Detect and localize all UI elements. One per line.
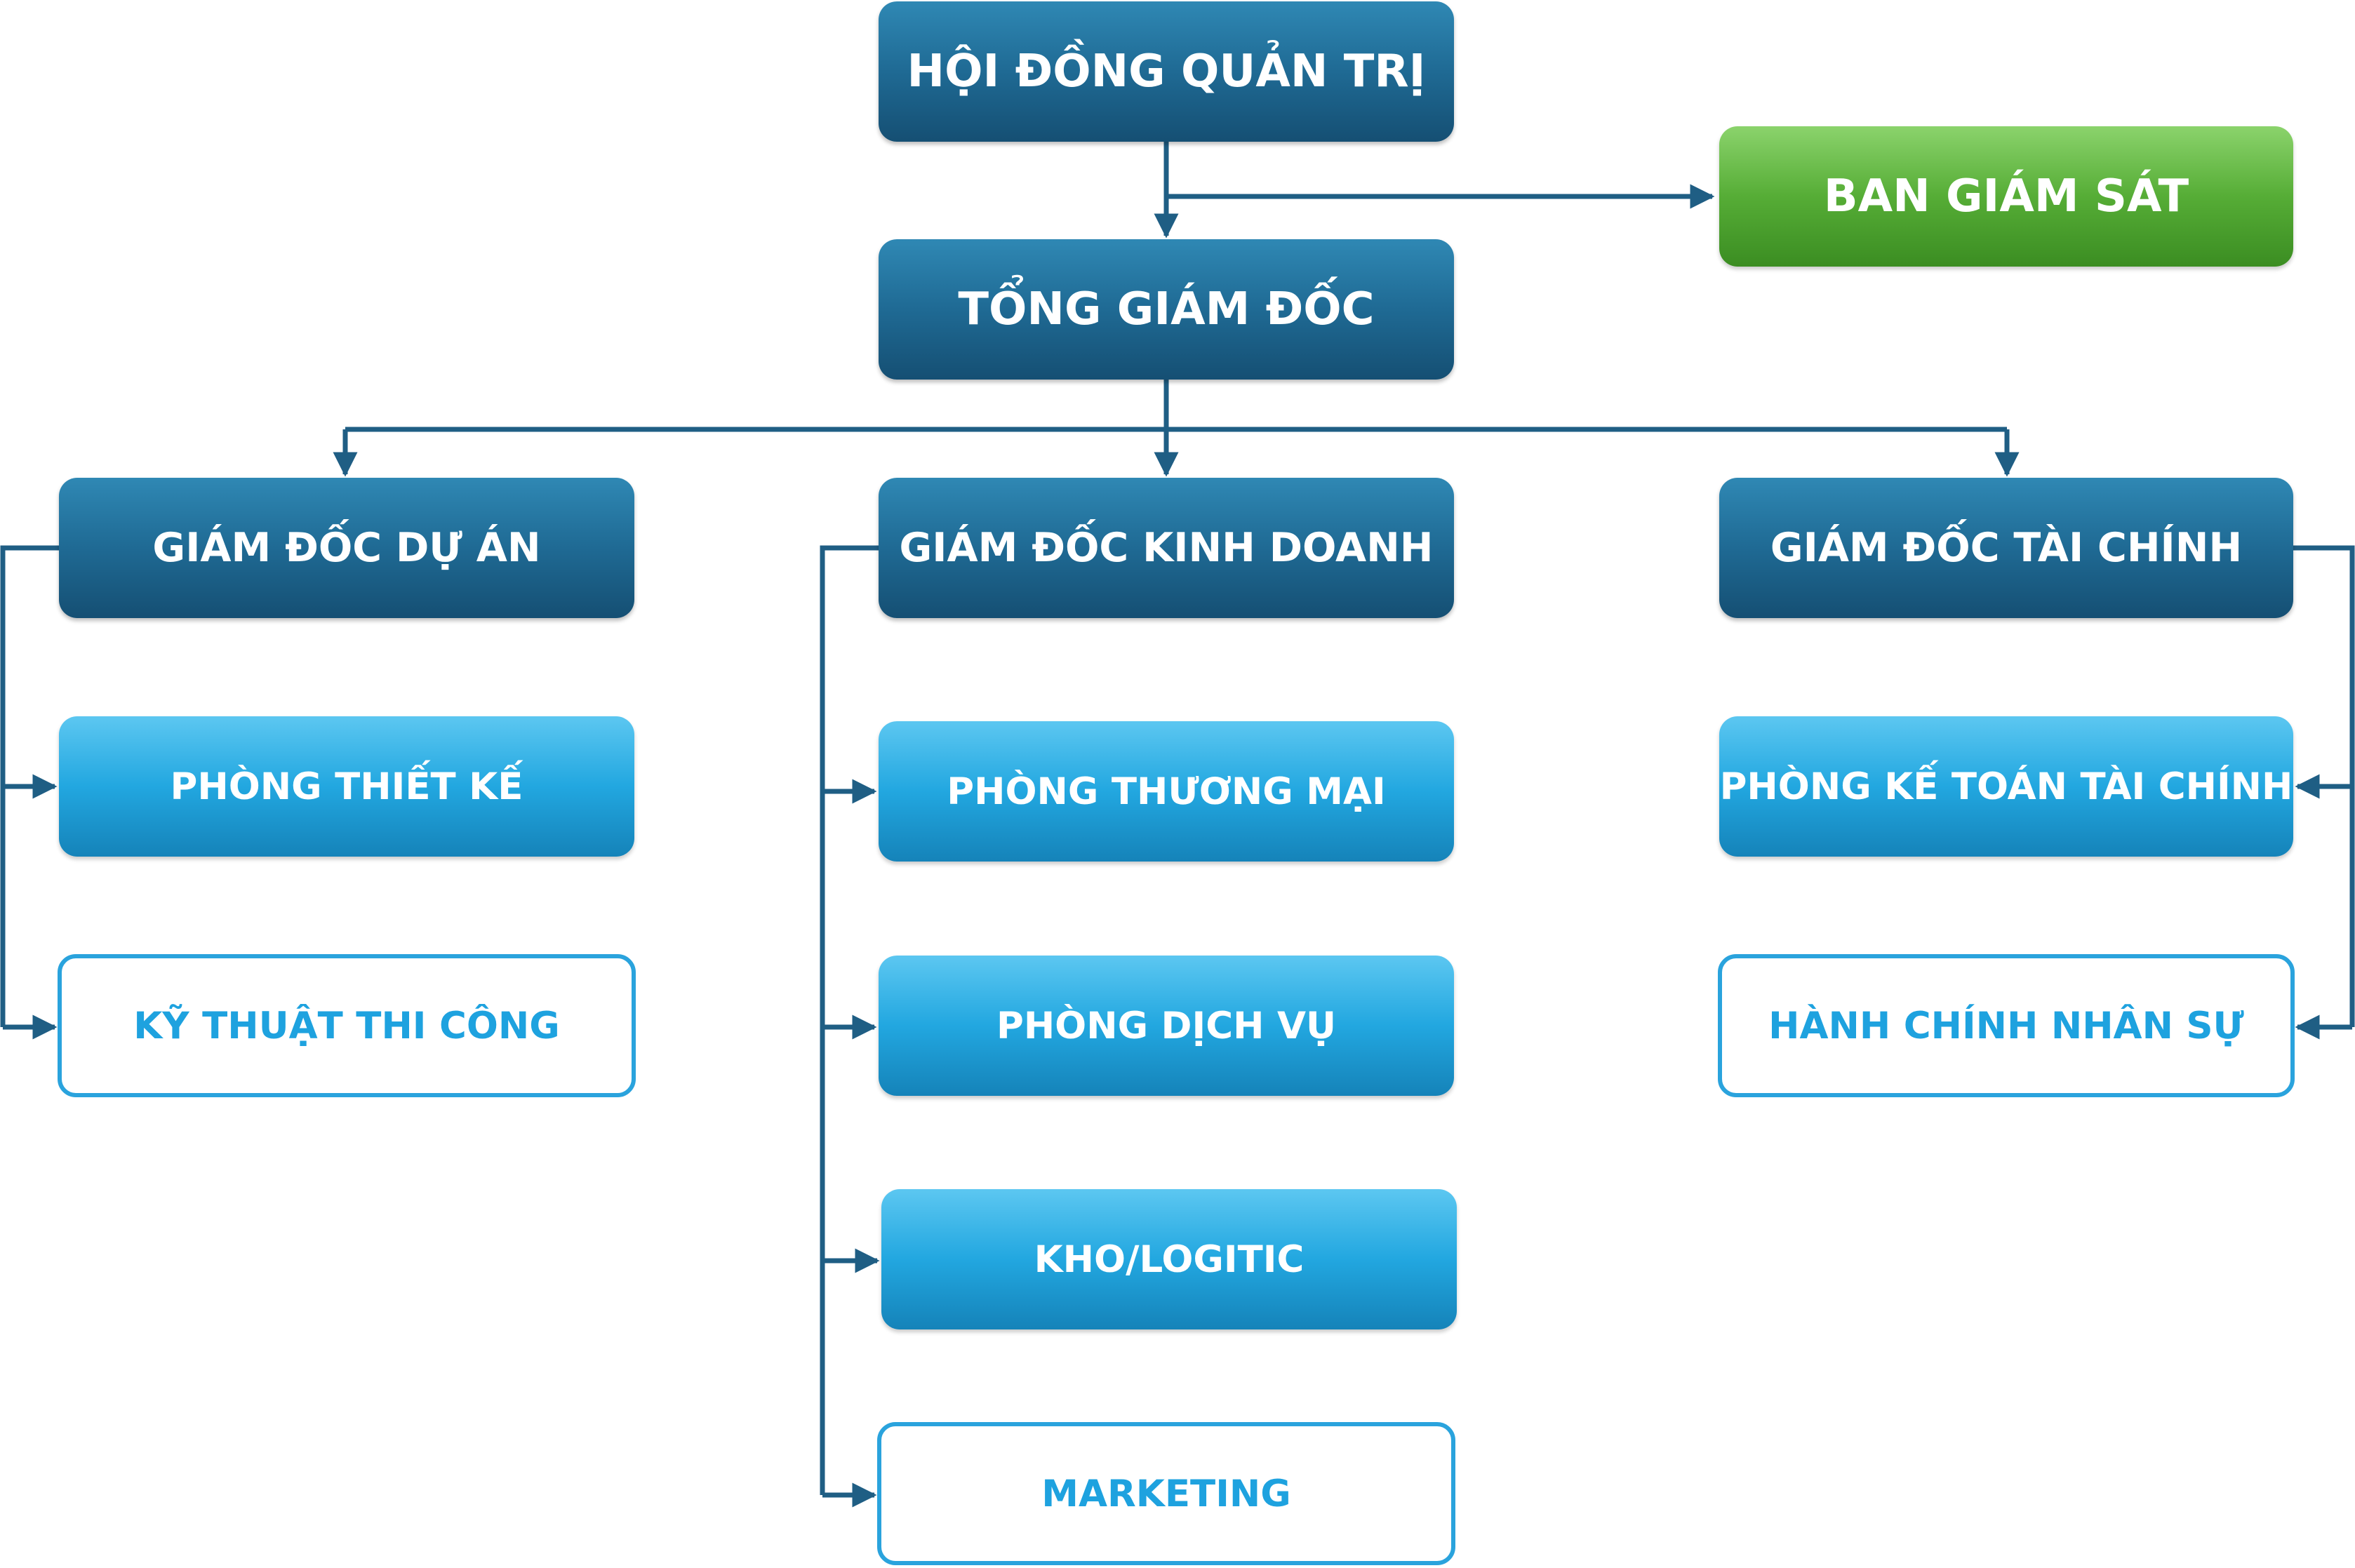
finance-director-box: GIÁM ĐỐC TÀI CHÍNH <box>1719 478 2293 618</box>
construction-label: KỸ THUẬT THI CÔNG <box>133 1004 560 1047</box>
supervisory-board-box: BAN GIÁM SÁT <box>1719 126 2293 267</box>
design-dept-box: PHÒNG THIẾT KẾ <box>59 716 634 857</box>
accounting-dept-box: PHÒNG KẾ TOÁN TÀI CHÍNH <box>1719 716 2293 857</box>
project-bracket-connector <box>0 545 59 1027</box>
business-bracket-connector <box>820 545 879 1495</box>
board-of-directors-box: HỘI ĐỒNG QUẢN TRỊ <box>879 1 1454 142</box>
marketing-box: MARKETING <box>877 1422 1455 1565</box>
trade-dept-label: PHÒNG THƯƠNG MẠI <box>947 770 1386 813</box>
accounting-dept-label: PHÒNG KẾ TOÁN TÀI CHÍNH <box>1719 765 2293 808</box>
hr-admin-box: HÀNH CHÍNH NHÂN SỰ <box>1718 954 2295 1097</box>
business-director-label: GIÁM ĐỐC KINH DOANH <box>899 525 1434 571</box>
logistics-box: KHO/LOGITIC <box>881 1189 1457 1329</box>
logistics-label: KHO/LOGITIC <box>1034 1238 1305 1281</box>
finance-bracket-connector <box>2293 545 2355 1027</box>
ceo-label: TỔNG GIÁM ĐỐC <box>958 283 1375 335</box>
project-director-box: GIÁM ĐỐC DỰ ÁN <box>59 478 634 618</box>
service-dept-box: PHÒNG DỊCH VỤ <box>879 956 1454 1096</box>
board-of-directors-label: HỘI ĐỒNG QUẢN TRỊ <box>907 46 1426 98</box>
service-dept-label: PHÒNG DỊCH VỤ <box>996 1004 1337 1047</box>
ceo-box: TỔNG GIÁM ĐỐC <box>879 239 1454 380</box>
hr-admin-label: HÀNH CHÍNH NHÂN SỰ <box>1768 1004 2244 1047</box>
marketing-label: MARKETING <box>1041 1472 1291 1515</box>
business-director-box: GIÁM ĐỐC KINH DOANH <box>879 478 1454 618</box>
trade-dept-box: PHÒNG THƯƠNG MẠI <box>879 721 1454 862</box>
finance-director-label: GIÁM ĐỐC TÀI CHÍNH <box>1770 525 2243 571</box>
construction-box: KỸ THUẬT THI CÔNG <box>58 954 636 1097</box>
design-dept-label: PHÒNG THIẾT KẾ <box>170 765 523 808</box>
project-director-label: GIÁM ĐỐC DỰ ÁN <box>152 525 541 571</box>
supervisory-board-label: BAN GIÁM SÁT <box>1823 170 2189 222</box>
